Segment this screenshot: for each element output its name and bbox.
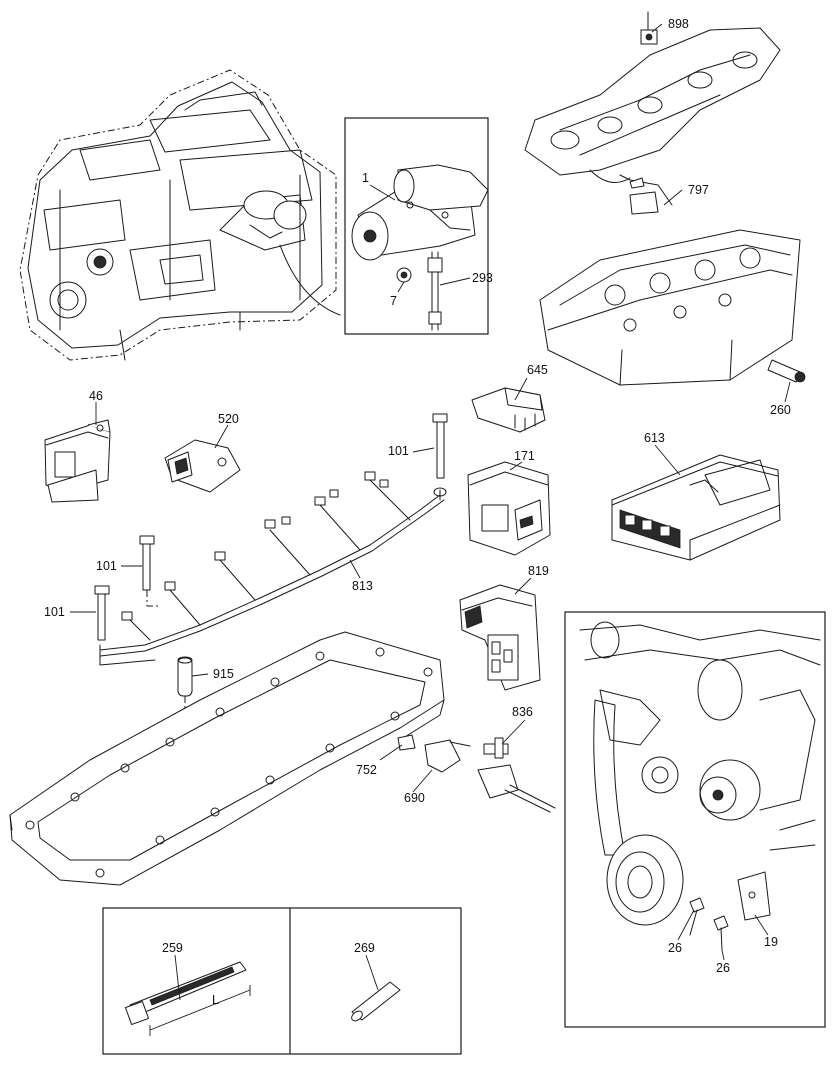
detail-inset-frame: [564, 611, 826, 1028]
bolt-sensor-898: [640, 11, 658, 45]
cable-tie-icon: [124, 961, 251, 1036]
starter-motor-icon: [351, 164, 489, 261]
callout-260: 260: [770, 403, 791, 417]
callout-819: 819: [528, 564, 549, 578]
speed-sensor-icon: [397, 734, 556, 813]
wiring-harness-icon: [99, 471, 447, 666]
callout-19: 19: [764, 935, 778, 949]
callout-101-bottom: 101: [44, 605, 65, 619]
callout-690: 690: [404, 791, 425, 805]
dimension-l-label: L: [212, 993, 219, 1007]
intake-manifold-icon: [524, 27, 781, 215]
callout-645: 645: [527, 363, 548, 377]
callout-915: 915: [213, 667, 234, 681]
callout-46: 46: [89, 389, 103, 403]
flange-bolt-icon: [689, 897, 729, 951]
callout-613: 613: [644, 431, 665, 445]
leader-lines: [70, 23, 791, 1001]
callout-752: 752: [356, 763, 377, 777]
pressure-sensor-icon: [164, 439, 241, 493]
relay-icon: [44, 419, 111, 503]
callout-293: 293: [472, 271, 493, 285]
starter-cable-icon: [427, 251, 443, 331]
temperature-sensor-icon: [767, 359, 806, 383]
callout-26-left: 26: [668, 941, 682, 955]
starter-inset-frame: [344, 117, 489, 335]
callout-797: 797: [688, 183, 709, 197]
callout-101-mid: 101: [96, 559, 117, 573]
rocker-cover-gasket-icon: [9, 631, 445, 886]
control-module-icon: [467, 461, 551, 556]
sleeve-tube-icon: [351, 981, 401, 1022]
nut-icon: [396, 267, 412, 283]
callout-836: 836: [512, 705, 533, 719]
mass-airflow-sensor-icon: [459, 584, 541, 691]
callout-898: 898: [668, 17, 689, 31]
bolt-icon: [94, 413, 448, 641]
accessory-box-frame: [102, 907, 462, 1055]
callout-26-right: 26: [716, 961, 730, 975]
relay-645-icon: [471, 387, 546, 433]
callout-labels: 1 7 293 898 797 260 46 520 101 101 101 8…: [44, 17, 791, 1007]
callout-259: 259: [162, 941, 183, 955]
callout-813: 813: [352, 579, 373, 593]
callout-7: 7: [390, 294, 397, 308]
cylinder-head-icon: [539, 229, 801, 386]
callout-171: 171: [514, 449, 535, 463]
ecu-module-icon: [611, 454, 781, 561]
callout-1: 1: [362, 171, 369, 185]
callout-520: 520: [218, 412, 239, 426]
callout-101-top: 101: [388, 444, 409, 458]
engine-front-detail-icon: [579, 621, 821, 926]
callout-269: 269: [354, 941, 375, 955]
engine-block-icon: [19, 69, 341, 361]
starter-inset: [344, 117, 489, 335]
